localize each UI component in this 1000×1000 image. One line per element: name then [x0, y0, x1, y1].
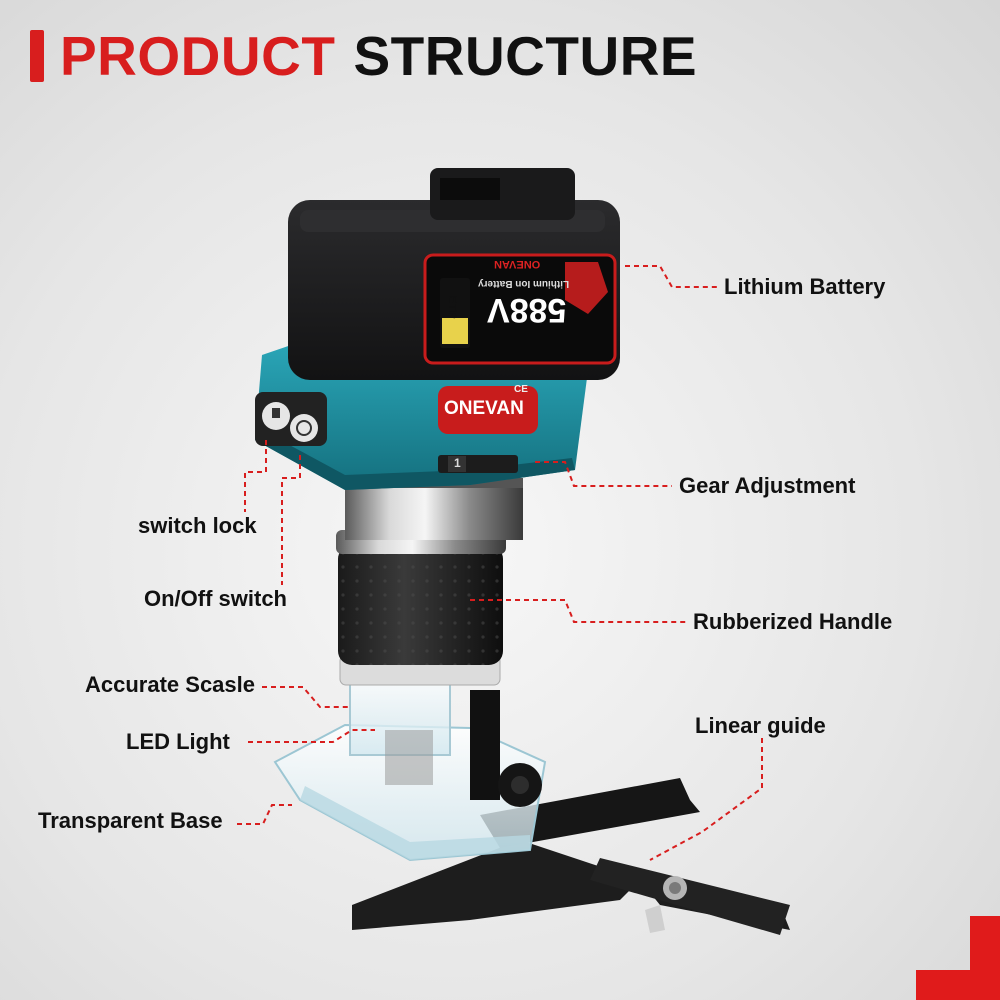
gear-dial-digit: 1: [454, 456, 461, 470]
callout-accurate-scale: Accurate Scasle: [85, 672, 255, 697]
battery-sub-text: Lithium Ion Battery: [478, 278, 570, 289]
brand-logo-text: ONEVAN: [444, 398, 524, 419]
battery-model-text: 588V: [487, 291, 567, 329]
page-title: PRODUCT STRUCTURE: [30, 24, 697, 88]
callout-lithium-battery: Lithium Battery: [724, 274, 886, 299]
title-accent-bar: [30, 30, 44, 82]
battery-brand-text: ONEVAN: [494, 258, 541, 270]
callout-gear-adjustment: Gear Adjustment: [679, 473, 856, 498]
callout-on-off-switch: On/Off switch: [144, 586, 287, 611]
callout-rubberized-handle: Rubberized Handle: [693, 609, 893, 634]
callout-transparent-base: Transparent Base: [38, 808, 223, 833]
rubberized-handle: [336, 530, 506, 665]
callout-switch-lock: switch lock: [138, 513, 257, 538]
title-accent-word: PRODUCT: [60, 25, 336, 87]
transparent-base: [273, 669, 547, 862]
title-main-word: STRUCTURE: [353, 25, 698, 87]
corner-arrow-ornament: [916, 916, 1000, 1000]
ce-mark: CE: [514, 384, 528, 395]
callout-led-light: LED Light: [126, 729, 230, 754]
etp-mark: ETP: [445, 295, 460, 319]
linear-guide-plate: [352, 778, 790, 935]
callout-linear-guide: Linear guide: [695, 713, 826, 738]
lithium-battery: [288, 168, 620, 380]
